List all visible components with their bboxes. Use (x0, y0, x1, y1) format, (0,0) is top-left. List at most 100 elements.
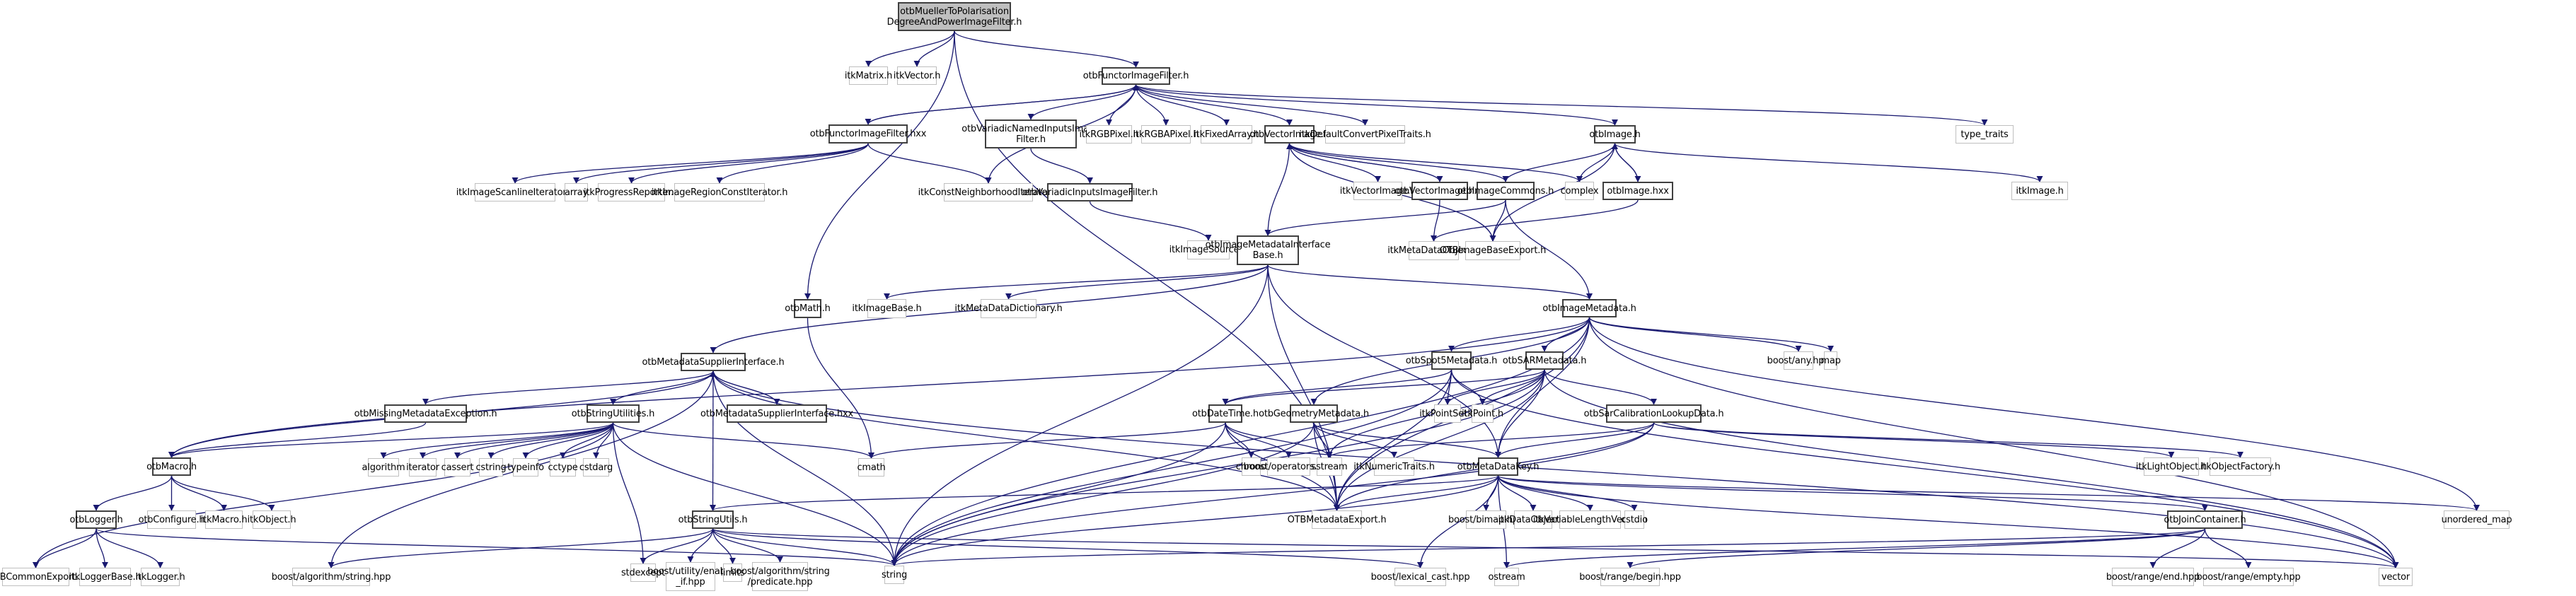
graph-node-otbimagemetadata[interactable]: otbImageMetadata.h (1542, 299, 1636, 317)
edge-otbstringutils-to-vector (712, 528, 2398, 568)
graph-node-itkmetadataobject: itkMetaDataObject.h (1387, 241, 1480, 260)
edge-otbimagemetadatainterfacebase-to-itkmetadatadictionary (1005, 264, 1269, 300)
edge-otbfunctorimagefilter-hxx-to-otbfunctorimagefilter-h (867, 84, 1139, 125)
graph-node-cstdarg: cstdarg (579, 458, 613, 477)
edge-otbstringutils-to-boost-enable-if (687, 528, 714, 563)
graph-node-otbvectorimage-h[interactable]: otbVectorImage.h (1249, 125, 1329, 144)
graph-node-otbimage-h[interactable]: otbImage.h (1589, 125, 1641, 144)
graph-node-otbstringutilities[interactable]: otbStringUtilities.h (572, 404, 654, 423)
edge-otbmetadatasupplierinterface-h-to-string (712, 370, 898, 566)
graph-node-otbimagebaseexport: OTBImageBaseExport.h (1440, 241, 1546, 260)
graph-node-otbstringutils[interactable]: otbStringUtils.h (678, 510, 748, 529)
graph-node-otbmacro[interactable]: otbMacro.h (146, 457, 197, 476)
edge-otbfunctorimagefilter-hxx-to-itkimageregionconst (716, 143, 869, 184)
edge-otbimagemetadata-to-unordered-map (1588, 317, 2480, 511)
graph-node-otbsarmetadata[interactable]: otbSARMetadata.h (1503, 351, 1586, 370)
graph-node-boost-operators: boost/operators.hpp (1243, 457, 1334, 476)
edge-otbimagemetadatainterfacebase-to-itkimagebase (884, 264, 1269, 300)
graph-node-typeinfo: typeinfo (507, 458, 544, 477)
edge-otbstringutilities-to-iterator (420, 422, 614, 459)
graph-node-boost-algorithm-string: boost/algorithm/string.hpp (272, 568, 391, 586)
graph-node-otbmetadataexport: OTBMetadataExport.h (1288, 510, 1387, 529)
edge-otbsarmetadata-to-vector (1544, 369, 2399, 568)
edge-otblogger-to-itkloggerbase (96, 528, 109, 568)
edge-otbstringutilities-to-otbmacro (168, 422, 614, 458)
graph-node-otbimagemetadatainterfacebase[interactable]: otbImageMetadataInterface Base.h (1206, 235, 1331, 265)
edge-otbmacro-to-itkmacro (171, 475, 228, 511)
edge-otbmath-to-cmath (807, 317, 875, 459)
graph-node-itkconstneighborhood: itkConstNeighborhoodIterator.h (918, 183, 1059, 201)
edge-otbmetadatakey-to-unordered-map (1497, 475, 2480, 511)
graph-node-otbgeometrymetadata[interactable]: otbGeometryMetadata.h (1259, 404, 1369, 423)
edge-otbfunctorimagefilter-hxx-to-itkprogressreporter (628, 143, 869, 184)
graph-node-unordered-map: unordered_map (2442, 510, 2512, 529)
graph-node-otbmetadatasupplierinterface-h[interactable]: otbMetadataSupplierInterface.h (642, 353, 785, 371)
edge-otbfunctorimagefilter-h-to-otbvectorimage-h (1135, 84, 1293, 126)
edge-otbmetadatakey-to-itkdataobject (1497, 475, 1537, 511)
graph-node-boost-range-end: boost/range/end.hpp (2106, 568, 2200, 586)
edge-otbdatetime-to-cmath (868, 422, 1226, 459)
edge-otbsarcalibration-to-otbmetadatakey (1495, 422, 1655, 458)
graph-node-limits: limits (720, 563, 745, 582)
graph-node-otblogger[interactable]: otbLogger.h (69, 510, 123, 529)
edge-otbmissingmetadataexception-to-otbmacro (168, 422, 427, 458)
graph-node-otbfunctorimagefilter-h[interactable]: otbFunctorImageFilter.h (1083, 67, 1189, 85)
graph-node-otbfunctorimagefilter-hxx[interactable]: otbFunctorImageFilter.hxx (810, 124, 926, 144)
edge-otbsarmetadata-to-itkpointset (1444, 369, 1545, 405)
graph-node-itkprogressreporter: itkProgressReporter.h (584, 183, 679, 201)
edge-otbspot5metadata-to-vector (1450, 369, 2399, 568)
graph-node-otbmetadatasupplierinterface-hxx[interactable]: otbMetadataSupplierInterface.hxx (700, 404, 853, 423)
edge-otbjoincontainer-to-boost-range-begin (1627, 528, 2206, 568)
edge-otblogger-to-string (96, 528, 898, 566)
graph-node-cctype: cctype (548, 458, 578, 477)
edge-otbmetadatakey-to-otbstringutils (710, 475, 1499, 511)
edge-otbstringutilities-to-cassert (454, 422, 614, 459)
graph-node-otbsarcalibration[interactable]: otbSarCalibrationLookupData.h (1584, 404, 1724, 423)
graph-node-cstring: cstring (475, 458, 507, 477)
graph-node-array: array (565, 183, 588, 201)
edge-otbfunctorimagefilter-h-to-itkrgbpixel (1105, 84, 1137, 126)
edge-otbstringutilities-to-stdexcept (612, 422, 647, 564)
graph-node-itkrgbpixel: itkRGBPixel.h (1079, 125, 1139, 144)
edge-otbmetadatakey-to-boost-lexical-cast (1416, 475, 1499, 568)
graph-node-itkmetadatadictionary: itkMetaDataDictionary.h (954, 299, 1063, 318)
edge-otbmetadatasupplierinterface-hxx-to-otbmetadatasupplierinterface-h (710, 370, 778, 405)
edge-otbmetadatakey-to-string (891, 475, 1499, 566)
graph-node-otbvectorimage-hxx[interactable]: otbVectorImage.hxx (1394, 182, 1485, 200)
edge-otbspot5metadata-to-otbdatetime (1222, 369, 1452, 405)
graph-node-otbmissingmetadataexception[interactable]: otbMissingMetadataException.h (354, 404, 497, 423)
graph-node-otbmetadatakey[interactable]: otbMetaDataKey.h (1457, 457, 1539, 476)
graph-node-root[interactable]: otbMuellerToPolarisation DegreeAndPowerI… (887, 2, 1022, 31)
graph-node-boost-enable-if: boost/utility/enable _if.hpp (647, 562, 734, 591)
edge-otbmacro-to-itkobject (171, 475, 275, 511)
graph-node-itkimage: itkImage.h (2011, 182, 2068, 200)
edge-otbgeometrymetadata-to-itknumerictraits (1313, 422, 1398, 458)
graph-node-otbconfigure: otbConfigure.h (139, 510, 205, 529)
graph-node-otbvariadicinputs[interactable]: otbVariadicInputsImageFilter.h (1022, 183, 1158, 201)
edge-otbsarmetadata-to-otbmetadataexport (1333, 369, 1545, 511)
graph-node-itkdefaultconvert: itkDefaultConvertPixelTraits.h (1299, 125, 1431, 144)
graph-node-otbmath[interactable]: otbMath.h (785, 299, 831, 318)
graph-node-itkvector: itkVector.h (894, 66, 941, 85)
edge-otbimage-h-to-otbimagecommons (1502, 143, 1616, 182)
graph-node-otbimage-hxx[interactable]: otbImage.hxx (1602, 182, 1673, 200)
graph-node-algorithm: algorithm (362, 458, 405, 477)
graph-node-itkmatrix: itkMatrix.h (845, 66, 892, 85)
graph-node-itkimagebase: itkImageBase.h (852, 299, 922, 318)
edge-otbjoincontainer-to-boost-range-end (2149, 528, 2206, 568)
edge-otbsarmetadata-to-string (891, 369, 1545, 566)
graph-node-otbjoincontainer[interactable]: otbJoinContainer.h (2164, 510, 2246, 529)
edge-otbmetadatasupplierinterface-h-to-otbstringutils (709, 370, 717, 511)
edge-otbjoincontainer-to-boost-range-empty (2204, 528, 2252, 568)
graph-node-otbimagecommons[interactable]: otbImageCommons.h (1457, 182, 1554, 200)
edge-otbsarcalibration-to-string (891, 422, 1655, 566)
graph-node-itkloggerbase: itkLoggerBase.h (69, 568, 141, 586)
edge-otbmetadatakey-to-cstdio (1497, 475, 1638, 511)
edge-otbstringutilities-to-typeinfo (522, 422, 614, 459)
edge-otbstringutils-to-boost-lexical-cast (712, 528, 1423, 568)
graph-node-otbdatetime[interactable]: otbDateTime.h (1192, 404, 1259, 423)
graph-node-stdexcept: stdexcept (621, 563, 665, 582)
edge-otbimagemetadata-to-otbspot5metadata (1448, 317, 1590, 352)
graph-node-otbspot5metadata[interactable]: otbSpot5Metadata.h (1406, 351, 1497, 370)
graph-node-otbvariadicnamed[interactable]: otbVariadicNamedInputsImage Filter.h (961, 119, 1100, 148)
